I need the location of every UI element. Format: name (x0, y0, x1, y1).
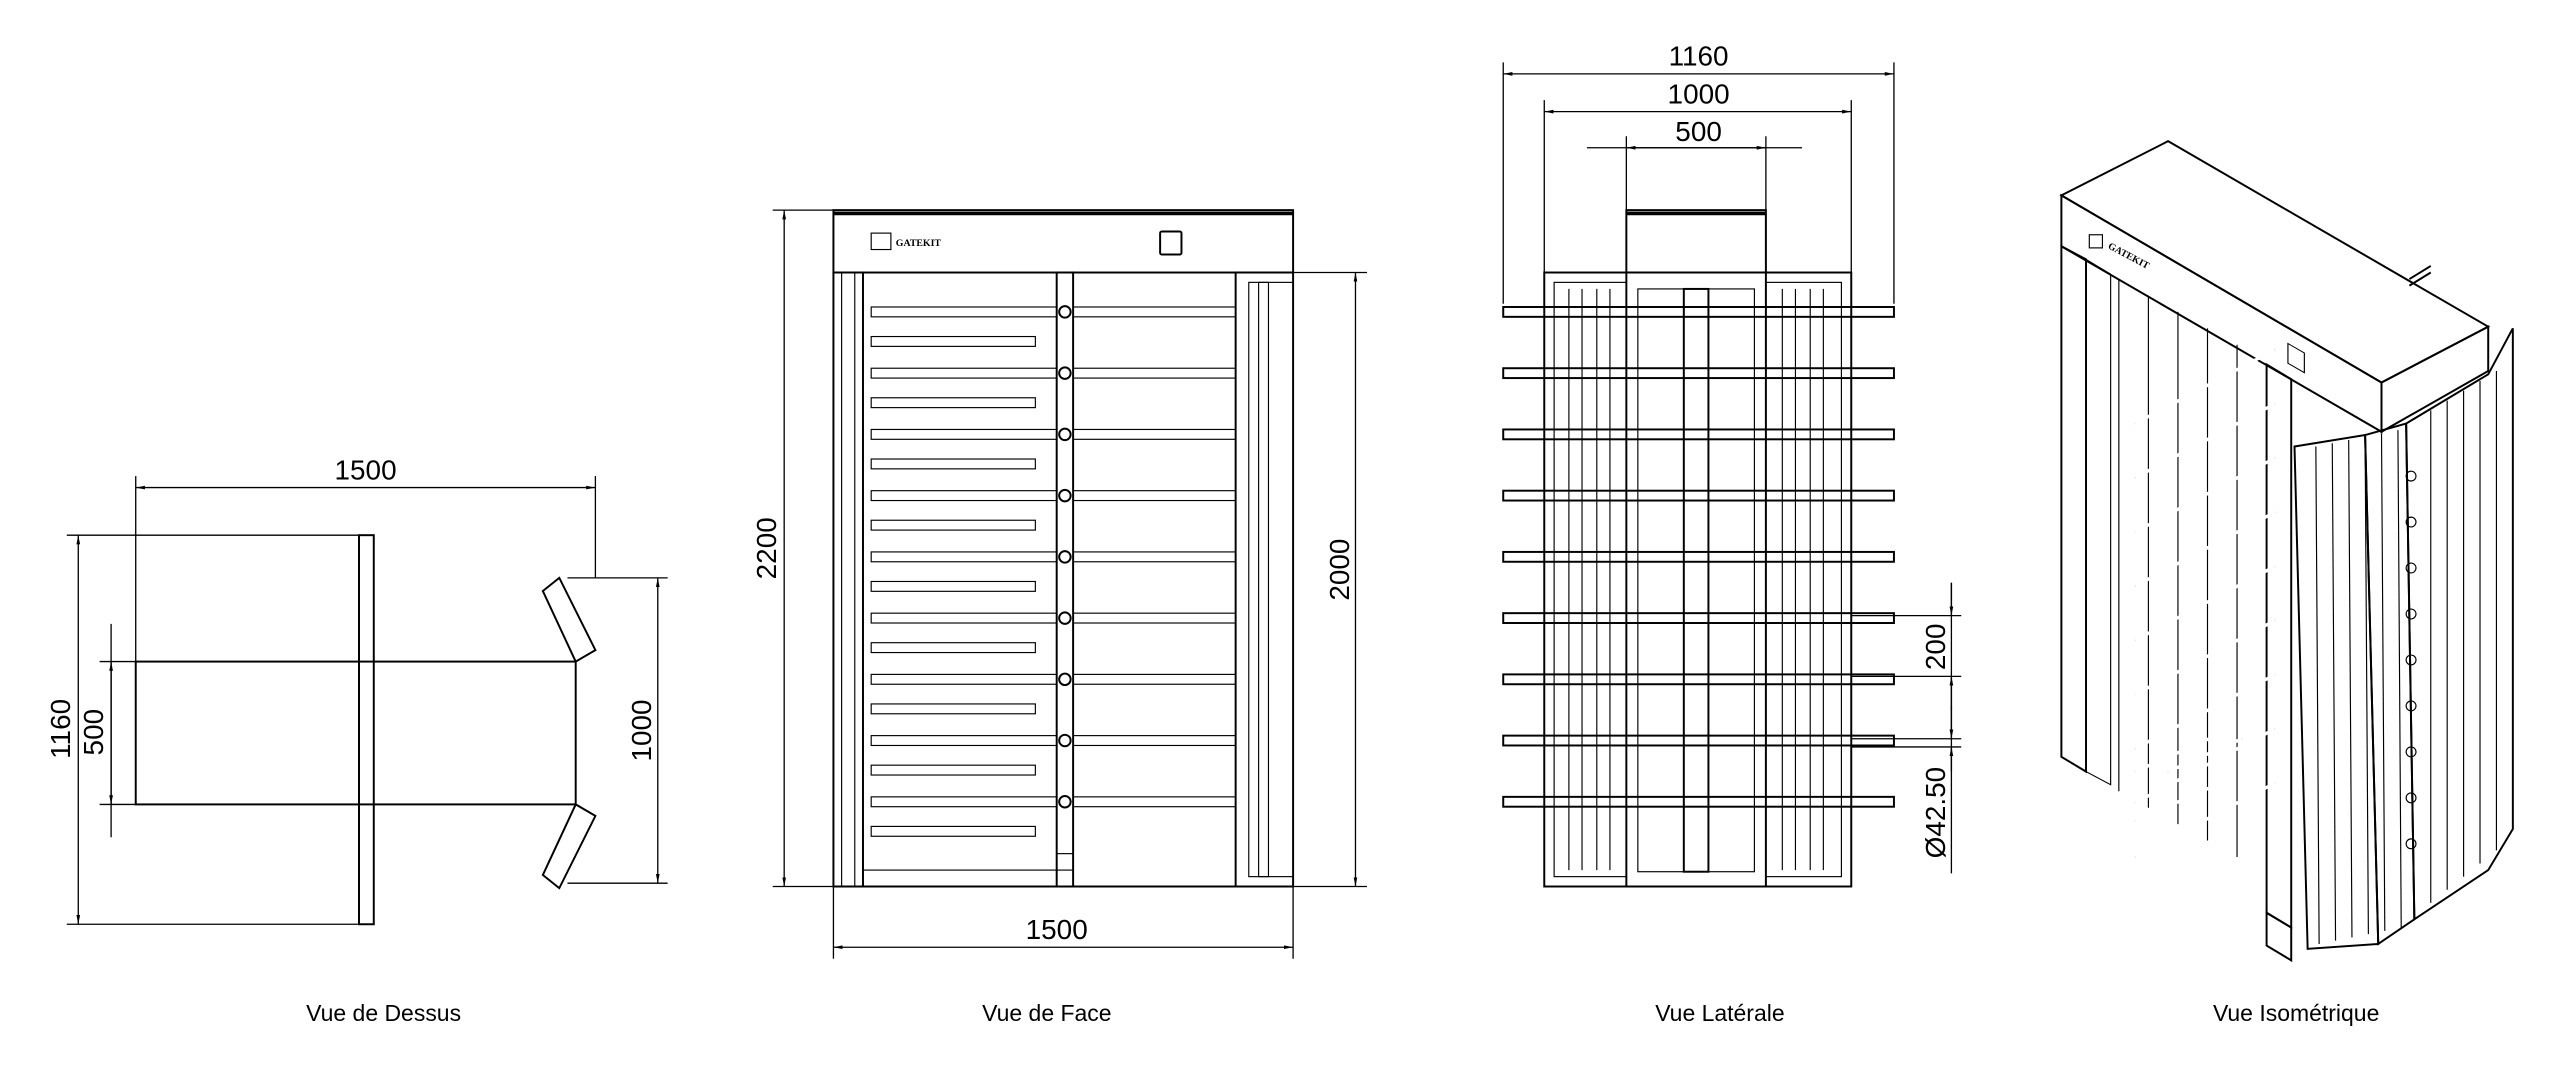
iso-gate-bar (2348, 439, 2353, 938)
side-spacing-dim: 200 (1920, 624, 1951, 671)
front-fixed-bar (1072, 490, 1237, 502)
front-arm-hub (1058, 733, 1072, 748)
front-rotor-arm (870, 796, 1058, 808)
iso-arm-end (2405, 700, 2417, 712)
iso-arm-end (2405, 470, 2417, 482)
front-arm-hub (1058, 427, 1072, 442)
iso-arm-end (2405, 838, 2417, 850)
iso-rotor-arm-fill (2134, 456, 2276, 534)
front-fixed-bar (1072, 673, 1237, 685)
iso-gate-bar (2380, 433, 2386, 931)
iso-gate-bar (2397, 430, 2402, 928)
iso-arm-end (2405, 516, 2417, 528)
front-rotor-arm-rear (870, 703, 1036, 715)
side-diameter-dim: Ø42.50 (1920, 767, 1951, 858)
front-fixed-bar (1072, 367, 1237, 379)
top-width-dim: 1500 (335, 454, 397, 485)
brand-logo: GATEKIT (870, 232, 942, 251)
front-rotor-arm-rear (870, 397, 1036, 409)
side-rotor-arm (1502, 612, 1895, 624)
card-reader (1159, 230, 1183, 256)
front-arm-hub (1058, 305, 1072, 319)
iso-gate-bar (2315, 446, 2320, 944)
front-view: GATEKIT 2200 2000 1500 Vue de Face (751, 209, 1367, 1026)
front-rotor-arm-rear (870, 519, 1036, 531)
front-fixed-bar (1072, 735, 1237, 747)
side-rotor-arm (1502, 734, 1895, 747)
front-rotor-arm-rear (870, 642, 1036, 654)
front-fixed-bar (1072, 612, 1237, 624)
side-outer-dim: 1160 (1669, 41, 1729, 72)
iso-gate-bar (2364, 436, 2369, 935)
front-rotor-arm (870, 673, 1058, 685)
front-rotor-arm (870, 367, 1058, 379)
iso-logo-text: GATEKIT (2106, 241, 2151, 272)
side-rotor-arm (1502, 673, 1895, 686)
iso-arm-end (2405, 608, 2417, 620)
front-rotor-arm-rear (870, 764, 1036, 776)
front-width-dim: 1500 (1026, 914, 1088, 945)
isometric-view: GATEKIT Vue Isométrique (2059, 140, 2514, 1026)
iso-rotor-arm-fill (2134, 619, 2276, 696)
iso-rotor-arm-fill (2134, 673, 2276, 751)
front-arm-hub (1058, 488, 1072, 503)
front-fixed-bar (1072, 551, 1237, 563)
front-rotor-arm (870, 306, 1058, 318)
side-body-dim: 1000 (1668, 78, 1730, 109)
front-logo-text: GATEKIT (896, 238, 942, 249)
caption-front-view: Vue de Face (982, 1000, 1111, 1026)
side-rotor-arm (1502, 367, 1895, 380)
iso-gate-bar (2331, 443, 2337, 941)
front-rotor-arm (870, 735, 1058, 747)
front-rotor-arm (870, 612, 1058, 624)
front-rotor-arm-rear (870, 580, 1036, 592)
top-body-dim: 500 (78, 709, 109, 756)
iso-rotor-arm-fill (2134, 727, 2276, 805)
iso-lower-arm-fill (2134, 737, 2210, 774)
front-fixed-bar (1072, 796, 1237, 808)
front-arm-hub (1058, 795, 1072, 809)
caption-side-view: Vue Latérale (1655, 1000, 1784, 1026)
side-rotor-arm (1502, 428, 1895, 441)
front-total-height-dim: 2200 (751, 517, 782, 579)
iso-rotor-arm-fill (2134, 781, 2276, 859)
front-fixed-bar (1072, 428, 1237, 440)
front-arm-hub (1058, 550, 1072, 564)
iso-rotor-arm-fill (2134, 402, 2276, 480)
caption-top-view: Vue de Dessus (306, 1000, 461, 1026)
iso-arm-end (2405, 746, 2417, 758)
front-arm-hub (1058, 611, 1072, 625)
side-rotor-arm (1502, 550, 1895, 563)
top-view: 1500 1160 500 1000 Vue de Dessus (45, 454, 668, 1026)
side-view: 1160 1000 500 200 Ø42.50 Vue Latérale (1502, 41, 1962, 1026)
front-rotor-arm (870, 490, 1058, 502)
front-rotor-arm (870, 551, 1058, 563)
top-depth-dim: 1160 (45, 699, 76, 759)
top-arms-dim: 1000 (626, 700, 657, 762)
front-arm-hub (1058, 366, 1072, 380)
iso-arm-end (2405, 654, 2417, 666)
caption-iso-view: Vue Isométrique (2213, 1000, 2379, 1026)
iso-lower-arm-fill (2167, 737, 2243, 774)
iso-arm-end (2405, 562, 2417, 574)
iso-rotor-arm-fill (2134, 348, 2276, 425)
front-arm-hub (1058, 672, 1072, 687)
front-rotor-arm (870, 428, 1058, 440)
iso-rotor-arm-fill (2134, 510, 2276, 588)
front-fixed-bar (1072, 306, 1237, 318)
iso-arm-end (2405, 792, 2417, 804)
front-rotor-arm-rear (870, 458, 1036, 470)
side-rotor-arm (1502, 306, 1895, 318)
side-rotor-arm (1502, 489, 1895, 502)
front-rotor-arm-rear (870, 825, 1036, 837)
front-body-height-dim: 2000 (1324, 539, 1355, 601)
front-rotor-arm-rear (870, 335, 1036, 347)
iso-lower-arm-fill (2134, 786, 2210, 823)
side-rotor-arm (1502, 795, 1895, 808)
iso-rotor-arm-fill (2134, 564, 2276, 642)
side-header-dim: 500 (1675, 116, 1722, 147)
